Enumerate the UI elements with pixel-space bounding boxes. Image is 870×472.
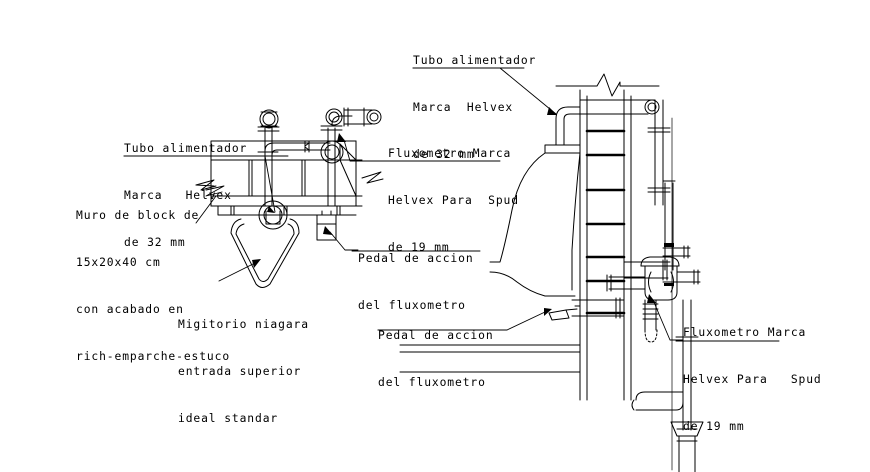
riser-1-valve-body — [259, 109, 279, 129]
break-symbol-left — [195, 179, 217, 191]
label-underlines — [123, 67, 780, 342]
leader-fluxometro-bottom — [652, 299, 684, 341]
flush-valve-2-inner — [324, 144, 340, 160]
notch-marker-1 — [664, 243, 674, 247]
riser-1-valve-caps — [260, 111, 278, 127]
elbow-2-body — [325, 108, 343, 126]
fv-body — [644, 265, 678, 301]
waste-arm-top — [635, 391, 684, 401]
notch-marker-2 — [664, 283, 674, 286]
supply-end-cap — [644, 99, 660, 115]
arrow-tubo-top — [547, 107, 557, 115]
break-symbol-right — [361, 171, 384, 184]
label-tubo-alimentador-left: Tubo alimentador Marca Helvex de 32 mm — [124, 142, 248, 249]
leader-fluxometro-top — [343, 139, 389, 162]
mid-branch-flange — [662, 259, 668, 281]
flush-valve-2-cone — [339, 143, 357, 197]
arrow-fluxometro-top — [337, 133, 346, 142]
leader-pedal-upper — [329, 231, 359, 251]
riser-main-coupling-1 — [647, 127, 671, 133]
break-symbol-left-bar — [195, 184, 215, 187]
elbow-1-collar — [257, 151, 279, 157]
pedal-lower-stem — [565, 308, 578, 311]
label-pedal-accion-upper: Pedal de accion del fluxometro — [358, 252, 474, 312]
arrow-tubo-left — [267, 206, 275, 213]
urinal-profile-lower — [489, 271, 576, 297]
leader-muro-zigzag — [205, 185, 225, 197]
elbow-2-inner — [328, 111, 340, 123]
label-fluxometro-spud-top: Fluxometro Marca Helvex Para Spud de 19 … — [388, 147, 519, 254]
drain-tailpiece — [678, 435, 696, 472]
upper-stub-flange — [683, 245, 689, 259]
riser-2-flange — [320, 125, 343, 131]
fv-right-flange — [693, 269, 699, 285]
supply-elbow-inner — [563, 113, 581, 120]
arrow-pedal-upper — [323, 226, 333, 235]
riser-1-flange — [257, 126, 280, 132]
elbow-1-inner — [271, 149, 290, 156]
urinal-back-edge — [571, 152, 581, 291]
flush-valve-2-body — [320, 140, 344, 164]
urinal-bowl-outline — [230, 218, 300, 288]
leader-muro-line — [195, 195, 217, 224]
riser-1-valve-inner — [262, 112, 276, 126]
urinal-bowl-inner — [235, 223, 295, 282]
arrow-migitorio — [252, 259, 261, 268]
label-muro-de-block: Muro de block de 15x20x40 cm con acabado… — [76, 209, 231, 363]
outlet-cap-inner — [369, 112, 379, 122]
supply-end-cap-inner — [647, 102, 657, 112]
spud-tube-bend — [644, 329, 658, 343]
branch-union-mark — [304, 142, 310, 151]
arrow-fluxometro-bottom — [647, 294, 656, 303]
spud-inner — [265, 210, 281, 225]
pedal-horiz-flange — [615, 297, 621, 319]
elbow-2-path — [331, 115, 353, 126]
upper-stub-pipe — [662, 247, 691, 257]
block-joint-1 — [248, 159, 253, 197]
wall-break-top — [555, 73, 660, 97]
label-fluxometro-spud-bottom: Fluxometro Marca Helvex Para Spud de 19 … — [683, 326, 822, 433]
arrow-pedal-lower — [544, 308, 552, 316]
label-tubo-alimentador-top: Tubo alimentador Marca Helvex de 32 mm — [413, 54, 537, 161]
leader-migitorio — [218, 262, 256, 282]
shelf-bracket — [544, 144, 581, 154]
ledge-rib-1 — [230, 205, 235, 216]
ledge-rib-3 — [336, 205, 341, 216]
elbow-1-outer — [264, 142, 290, 152]
label-pedal-accion-lower: Pedal de accion del fluxometro — [378, 329, 494, 389]
riser-main-coupling-2 — [647, 187, 671, 193]
right-urinal-elevation — [399, 73, 704, 472]
drain-hub — [670, 421, 704, 437]
pedal-lower-body — [548, 309, 570, 321]
outlet-cap-body — [366, 109, 382, 125]
geometry-group — [123, 67, 780, 472]
fv-body-detail-left — [648, 271, 652, 293]
supply-drop-pipe — [555, 118, 565, 146]
fv-bell-top — [640, 256, 680, 267]
waste-arm-end — [631, 399, 635, 411]
outlet-pipe-2 — [343, 109, 373, 125]
label-migitorio-niagara: Migitorio niagara entrada superior ideal… — [178, 318, 309, 425]
fv-handle-flange — [606, 274, 612, 292]
spud-tube-rings — [642, 303, 659, 320]
spud-tube — [644, 299, 657, 331]
block-joint-2 — [301, 159, 306, 197]
pedal-box-outline — [316, 210, 337, 241]
waste-arm-bottom — [635, 401, 684, 411]
supply-elbow-outer — [555, 106, 581, 120]
urinal-profile-upper — [489, 152, 546, 263]
